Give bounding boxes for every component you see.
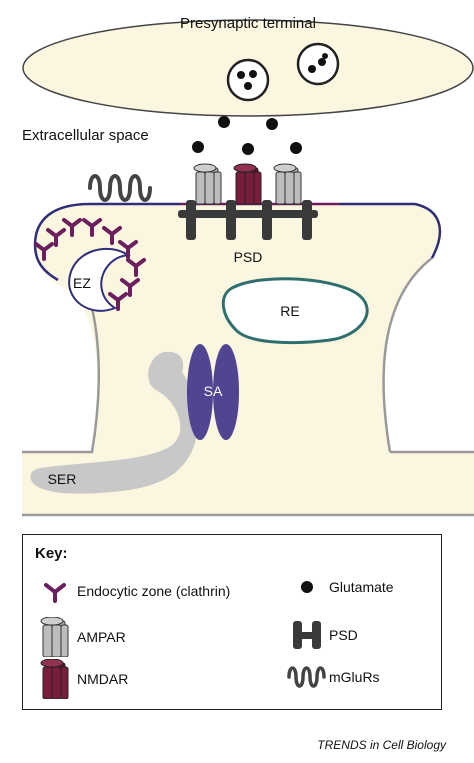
glutamate-molecules xyxy=(192,116,302,155)
nmdar-receptor xyxy=(233,163,262,205)
nmdar-icon xyxy=(33,659,77,699)
psd-icon xyxy=(285,617,329,653)
key-label-endocytic: Endocytic zone (clathrin) xyxy=(77,583,231,599)
key-label-mglurs: mGluRs xyxy=(329,669,380,685)
key-panel: Key: Endocytic zone (clathrin) Glutamate… xyxy=(22,534,442,710)
key-item-mglurs: mGluRs xyxy=(285,663,380,691)
presynaptic-label: Presynaptic terminal xyxy=(180,15,316,32)
clathrin-icon xyxy=(33,579,77,603)
key-item-glutamate: Glutamate xyxy=(285,579,394,595)
mglur-receptor xyxy=(88,174,152,202)
key-item-psd: PSD xyxy=(285,617,358,653)
ampar-receptor xyxy=(273,163,302,205)
psd-scaffold xyxy=(178,200,318,240)
mglur-icon xyxy=(285,663,329,691)
journal-credit: TRENDS in Cell Biology xyxy=(317,738,446,752)
key-item-ampar: AMPAR xyxy=(33,617,126,657)
key-title: Key: xyxy=(35,545,68,562)
smooth-er xyxy=(30,351,198,494)
key-item-endocytic: Endocytic zone (clathrin) xyxy=(33,579,230,603)
recycling-endosome xyxy=(221,277,369,345)
ampar-icon xyxy=(33,617,77,657)
key-label-ampar: AMPAR xyxy=(77,629,126,645)
ampar-receptor xyxy=(193,163,222,205)
re-label: RE xyxy=(280,303,299,319)
key-label-nmdar: NMDAR xyxy=(77,671,129,687)
ez-label: EZ xyxy=(73,275,91,291)
key-item-nmdar: NMDAR xyxy=(33,659,128,699)
spine-apparatus xyxy=(187,344,239,440)
ser-label: SER xyxy=(48,471,77,487)
extracellular-label: Extracellular space xyxy=(22,127,149,144)
endocytic-zone xyxy=(34,218,146,312)
synaptic-vesicle xyxy=(226,58,270,102)
psd-label: PSD xyxy=(234,249,263,265)
sa-label: SA xyxy=(204,383,223,399)
key-label-glutamate: Glutamate xyxy=(329,579,394,595)
key-label-psd: PSD xyxy=(329,627,358,643)
synaptic-vesicle xyxy=(296,42,340,86)
glutamate-icon xyxy=(285,579,329,595)
